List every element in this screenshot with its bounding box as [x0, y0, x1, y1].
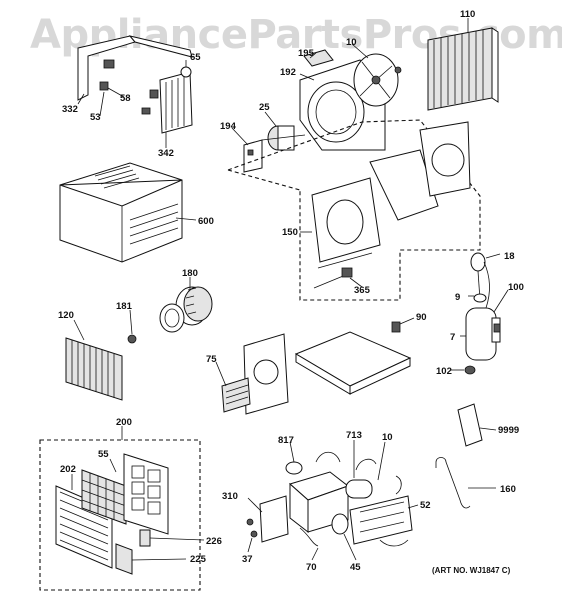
part-number: 100	[508, 282, 524, 293]
part-number: 45	[350, 562, 361, 573]
fan-motor-25	[261, 125, 306, 151]
part-number: 200	[116, 417, 132, 428]
part-number: 10	[382, 432, 393, 443]
part-number: 58	[120, 93, 131, 104]
part-number: 18	[504, 251, 515, 262]
part-number: 75	[206, 354, 217, 365]
clip-181	[127, 334, 137, 344]
part-number: 181	[116, 301, 133, 312]
part-number: 160	[500, 484, 516, 495]
art-number: (ART NO. WJ1847 C)	[432, 566, 511, 575]
part-number: 52	[420, 500, 431, 511]
part-number: 110	[460, 9, 475, 20]
part-number: 55	[98, 449, 109, 460]
front-assembly-200	[39, 439, 201, 591]
part-number: 600	[198, 216, 214, 227]
part-number: 9999	[498, 425, 519, 436]
part-number: 9	[455, 292, 460, 303]
part-number: 817	[278, 435, 294, 446]
part-number: 713	[346, 430, 362, 441]
evaporator-housing-150	[311, 121, 471, 269]
bracket-194	[243, 139, 263, 173]
blower-wheel-180	[159, 286, 213, 333]
part-number: 102	[436, 366, 452, 377]
part-number: 120	[58, 310, 74, 321]
tube-160	[435, 457, 471, 509]
part-number: 365	[354, 285, 371, 296]
evaporator-coil-120	[65, 337, 123, 401]
part-number: 202	[60, 464, 76, 475]
cover-195	[303, 49, 334, 67]
leader-lines	[71, 18, 509, 561]
part-number: 25	[259, 102, 270, 113]
part-number: 226	[206, 536, 222, 547]
part-number: 192	[280, 67, 296, 78]
frame-332-342	[77, 35, 193, 134]
part-number: 70	[306, 562, 317, 573]
base-pan-90	[294, 321, 412, 395]
document-9999	[457, 403, 483, 447]
part-number-labels: 110 195 10 65 192 332 58 53 342 25 194 6…	[58, 9, 524, 573]
part-number: 90	[416, 312, 427, 323]
sensor-365	[313, 267, 353, 289]
housing-75	[221, 333, 289, 415]
part-number: 194	[220, 121, 237, 132]
part-number: 37	[242, 554, 253, 565]
condenser-fan-10	[353, 53, 402, 107]
part-number: 342	[158, 148, 174, 159]
part-number: 225	[190, 554, 207, 565]
part-number: 7	[450, 332, 455, 343]
part-number: 180	[182, 268, 198, 279]
part-number: 332	[62, 104, 78, 115]
control-parts	[246, 451, 413, 547]
compressor-100	[464, 252, 501, 375]
part-number: 10	[346, 37, 357, 48]
part-number: 53	[90, 112, 101, 123]
part-number: 65	[190, 52, 201, 63]
part-number: 195	[298, 48, 315, 59]
cabinet-600	[59, 162, 183, 263]
part-number: 150	[282, 227, 298, 238]
condenser-coil-110	[427, 27, 499, 111]
part-number: 310	[222, 491, 238, 502]
